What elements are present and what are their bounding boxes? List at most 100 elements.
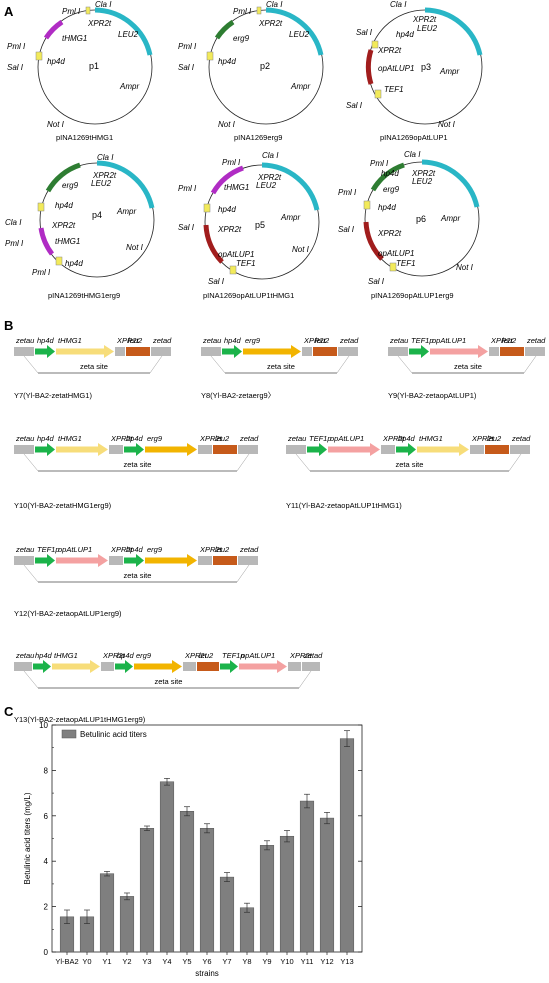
p3-xpr2t-b: XPR2t	[377, 46, 402, 55]
construct-label-tef1p: TEF1p	[411, 336, 434, 345]
p6-leu2: LEU2	[412, 177, 433, 186]
construct-guide-line	[397, 355, 413, 374]
construct-label-zetad: zetad	[511, 434, 531, 443]
x-tick-label: Y9	[262, 957, 271, 966]
construct-caption-y9: Y9(Yl-BA2-zetaopAtLUP1)	[388, 391, 477, 400]
construct-label-zetau: zetau	[287, 434, 307, 443]
p6-tef1: TEF1	[396, 259, 416, 268]
p3-hp4d: hp4d	[396, 30, 414, 39]
construct-arrow-erg9	[243, 345, 301, 358]
y-tick-label: 8	[44, 766, 49, 775]
p5-sali-bot: Sal I	[208, 277, 225, 286]
zeta-site-label: zeta site	[267, 362, 295, 371]
plasmid-p4: Cla I XPR2t LEU2 erg9 hp4d Cla I XPR2t P…	[5, 153, 155, 300]
construct-guide-line	[149, 355, 163, 374]
x-tick-label: Y11	[301, 957, 314, 966]
construct-arrow-thmg1	[56, 443, 108, 456]
construct-caption-y8: Y8(Yl-BA2-zetaerg9〉	[201, 391, 275, 400]
p6-erg9: erg9	[383, 185, 400, 194]
construct-arrow-opatlup1	[328, 443, 380, 456]
y-axis-label: Betulinic acid titers (mg/L)	[23, 792, 32, 884]
p3-leu2: LEU2	[417, 24, 438, 33]
construct-label-xpr2t: XPR2t	[490, 336, 514, 345]
construct-label-xpr2t: XPR2t	[289, 651, 313, 660]
construct-label-leu2: leu2	[502, 336, 517, 345]
p6-center: p6	[416, 214, 426, 224]
p2-pmli-mid: Pml I	[178, 42, 197, 51]
construct-arrow-hp4d	[35, 443, 55, 456]
construct-label-xpr2t: XPR2t	[382, 434, 406, 443]
construct-guide-line	[523, 355, 537, 374]
x-tick-label: Y13	[340, 957, 353, 966]
p1-xpr2t: XPR2t	[87, 19, 112, 28]
construct-arrow-hp4d	[396, 443, 416, 456]
y-tick-label: 6	[44, 812, 49, 821]
construct-label-xpr2t: XPR2t	[110, 434, 134, 443]
p1-ampr: Ampr	[119, 82, 139, 91]
construct-block-xpr2t	[109, 556, 123, 565]
construct-block-zetad	[151, 347, 171, 356]
p1-pmli-mid: Pml I	[7, 42, 26, 51]
construct-label-tef1p: TEF1p	[222, 651, 245, 660]
p4-erg9: erg9	[62, 181, 79, 190]
construct-label-hp4d: hp4d	[117, 651, 135, 660]
construct-block-leu2	[197, 662, 219, 671]
plasmid-p5: Pml I Cla I XPR2t LEU2 Pml I tHMG1 hp4d …	[178, 151, 320, 300]
p6-pmli-top: Pml I	[370, 159, 389, 168]
construct-label-hp4d: hp4d	[126, 434, 144, 443]
p2-xpr2t: XPR2t	[258, 19, 283, 28]
construct-label-xpr2t: XPR2t	[184, 651, 208, 660]
p2-clai: Cla I	[266, 0, 283, 9]
construct-block-xpr2t	[470, 445, 484, 454]
construct-block-leu2	[500, 347, 524, 356]
construct-block-xpr2t	[101, 662, 114, 671]
p4-caption: pINA1269tHMG1erg9	[48, 291, 120, 300]
construct-label-erg9: erg9	[136, 651, 152, 660]
bar-y10	[279, 835, 295, 953]
p1-thmg1: tHMG1	[62, 34, 87, 43]
p1-caption: pINA1269tHMG1	[56, 133, 113, 142]
construct-guide-line	[23, 564, 39, 583]
construct-label-xpr2t: XPR2t	[102, 651, 126, 660]
construct-block-zetad	[238, 445, 258, 454]
p5-clai: Cla I	[262, 151, 279, 160]
construct-block-zetau	[14, 662, 32, 671]
plasmid-p3: Cla I XPR2t LEU2 hp4d Sal I XPR2t opAtLU…	[346, 0, 483, 142]
p4-hp4d-b: hp4d	[65, 259, 83, 268]
construct-arrow-erg9	[145, 554, 197, 567]
p1-hp4d: hp4d	[47, 57, 65, 66]
construct-block-zetau	[388, 347, 408, 356]
construct-label-thmg1: tHMG1	[419, 434, 443, 443]
construct-label-erg9: erg9	[147, 434, 163, 443]
construct-label-zetad: zetad	[239, 545, 259, 554]
bar-y13	[339, 738, 355, 953]
zeta-site-label: zeta site	[80, 362, 108, 371]
bar-y6	[199, 828, 215, 953]
p1-pmli-top: Pml I	[62, 7, 81, 16]
construct-arrow-tef1p	[307, 443, 327, 456]
construct-label-hp4d: hp4d	[224, 336, 242, 345]
y-tick-label: 2	[44, 903, 49, 912]
p3-sali-bot: Sal I	[346, 101, 363, 110]
zeta-site-bar	[225, 372, 337, 374]
construct-label-opatlup1: opAtLUP1	[432, 336, 466, 345]
p4-noti: Not I	[126, 243, 144, 252]
x-tick-label: Y2	[122, 957, 131, 966]
bar-y7	[219, 876, 235, 953]
x-tick-label: Y10	[280, 957, 293, 966]
construct-caption-y7: Y7(Yl-BA2-zetatHMG1)	[14, 391, 92, 400]
bar-y8	[239, 907, 255, 953]
construct-label-opatlup1: opAtLUP1	[241, 651, 275, 660]
x-tick-label: Y5	[182, 957, 191, 966]
construct-arrow-tef1p	[220, 660, 238, 673]
construct-block-zetau	[14, 347, 34, 356]
x-tick-label: Y8	[242, 957, 251, 966]
p4-thmg1: tHMG1	[55, 237, 80, 246]
construct-label-tef1p: TEF1p	[309, 434, 332, 443]
construct-arrow-opatlup1	[56, 554, 108, 567]
p2-leu2: LEU2	[289, 30, 310, 39]
